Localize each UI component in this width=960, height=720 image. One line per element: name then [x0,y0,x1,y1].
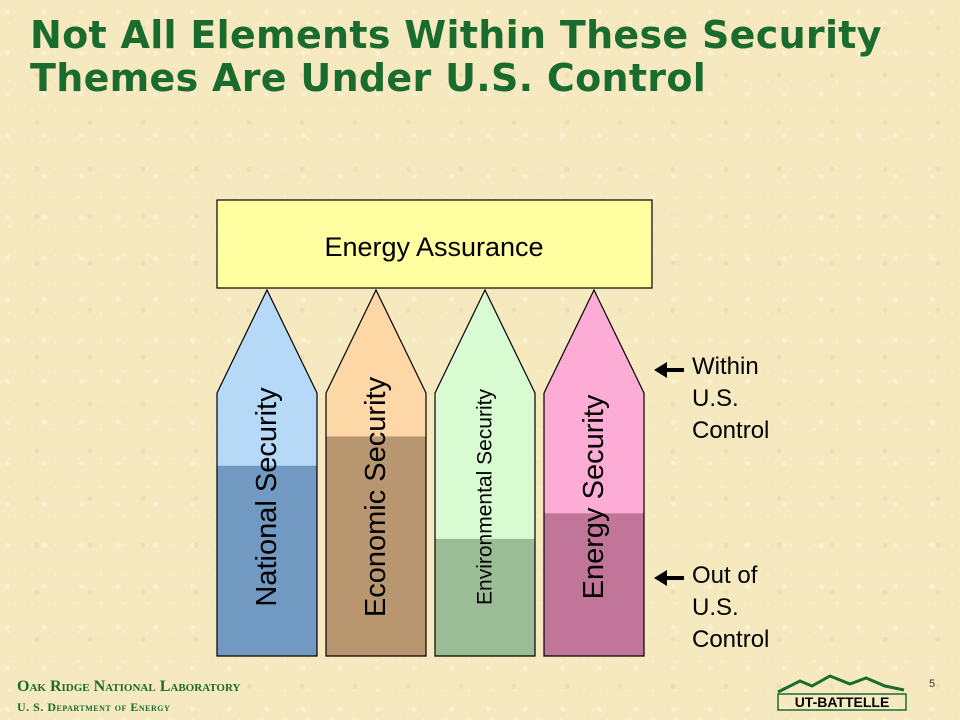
legend-within-line3: Control [692,417,769,444]
out-of-control-segment [217,465,317,656]
column-label: Environmental Security [474,389,497,605]
footer-org: Oak Ridge National Laboratory U. S. Depa… [17,676,240,718]
legend-within: Within U.S. Control [654,353,769,444]
column-label: Energy Security [578,394,610,599]
arrow-left-icon [654,362,684,378]
column-national-security: National Security [216,288,318,657]
column-outline [216,288,318,657]
footer-department: U. S. Department of Energy [17,700,171,714]
column-outline [543,288,645,657]
column-energy-security: Energy Security [543,288,645,657]
legend-out-line3: Control [692,626,769,653]
column-label: Economic Security [360,376,392,617]
legend-within-line2: U.S. [692,385,739,412]
column-outline [325,288,427,657]
energy-assurance-box: Energy Assurance [216,199,653,289]
column-outline [434,288,536,657]
energy-assurance-rect [216,199,653,289]
footer-lab-name: Oak Ridge National Laboratory [17,678,241,695]
ut-battelle-logo: UT-BATTELLE [777,674,907,711]
slide-title: Not All Elements Within These Security T… [30,13,882,100]
energy-assurance-label: Energy Assurance [324,232,543,262]
out-of-control-segment [544,513,644,656]
legend-out: Out of U.S. Control [654,562,769,653]
out-of-control-segment [326,436,426,656]
page-number: 5 [929,678,936,690]
legend-within-line1: Within [692,353,759,380]
column-economic-security: Economic Security [325,288,427,657]
column-label: National Security [251,387,283,607]
arrow-left-icon [654,570,684,586]
legend-out-line1: Out of [692,562,758,589]
logo-text: UT-BATTELLE [795,694,890,710]
security-columns: National Security Economic Security Enviro… [216,288,645,657]
column-environmental-security: Environmental Security [434,288,536,657]
out-of-control-segment [435,538,535,656]
legend-out-line2: U.S. [692,594,739,621]
